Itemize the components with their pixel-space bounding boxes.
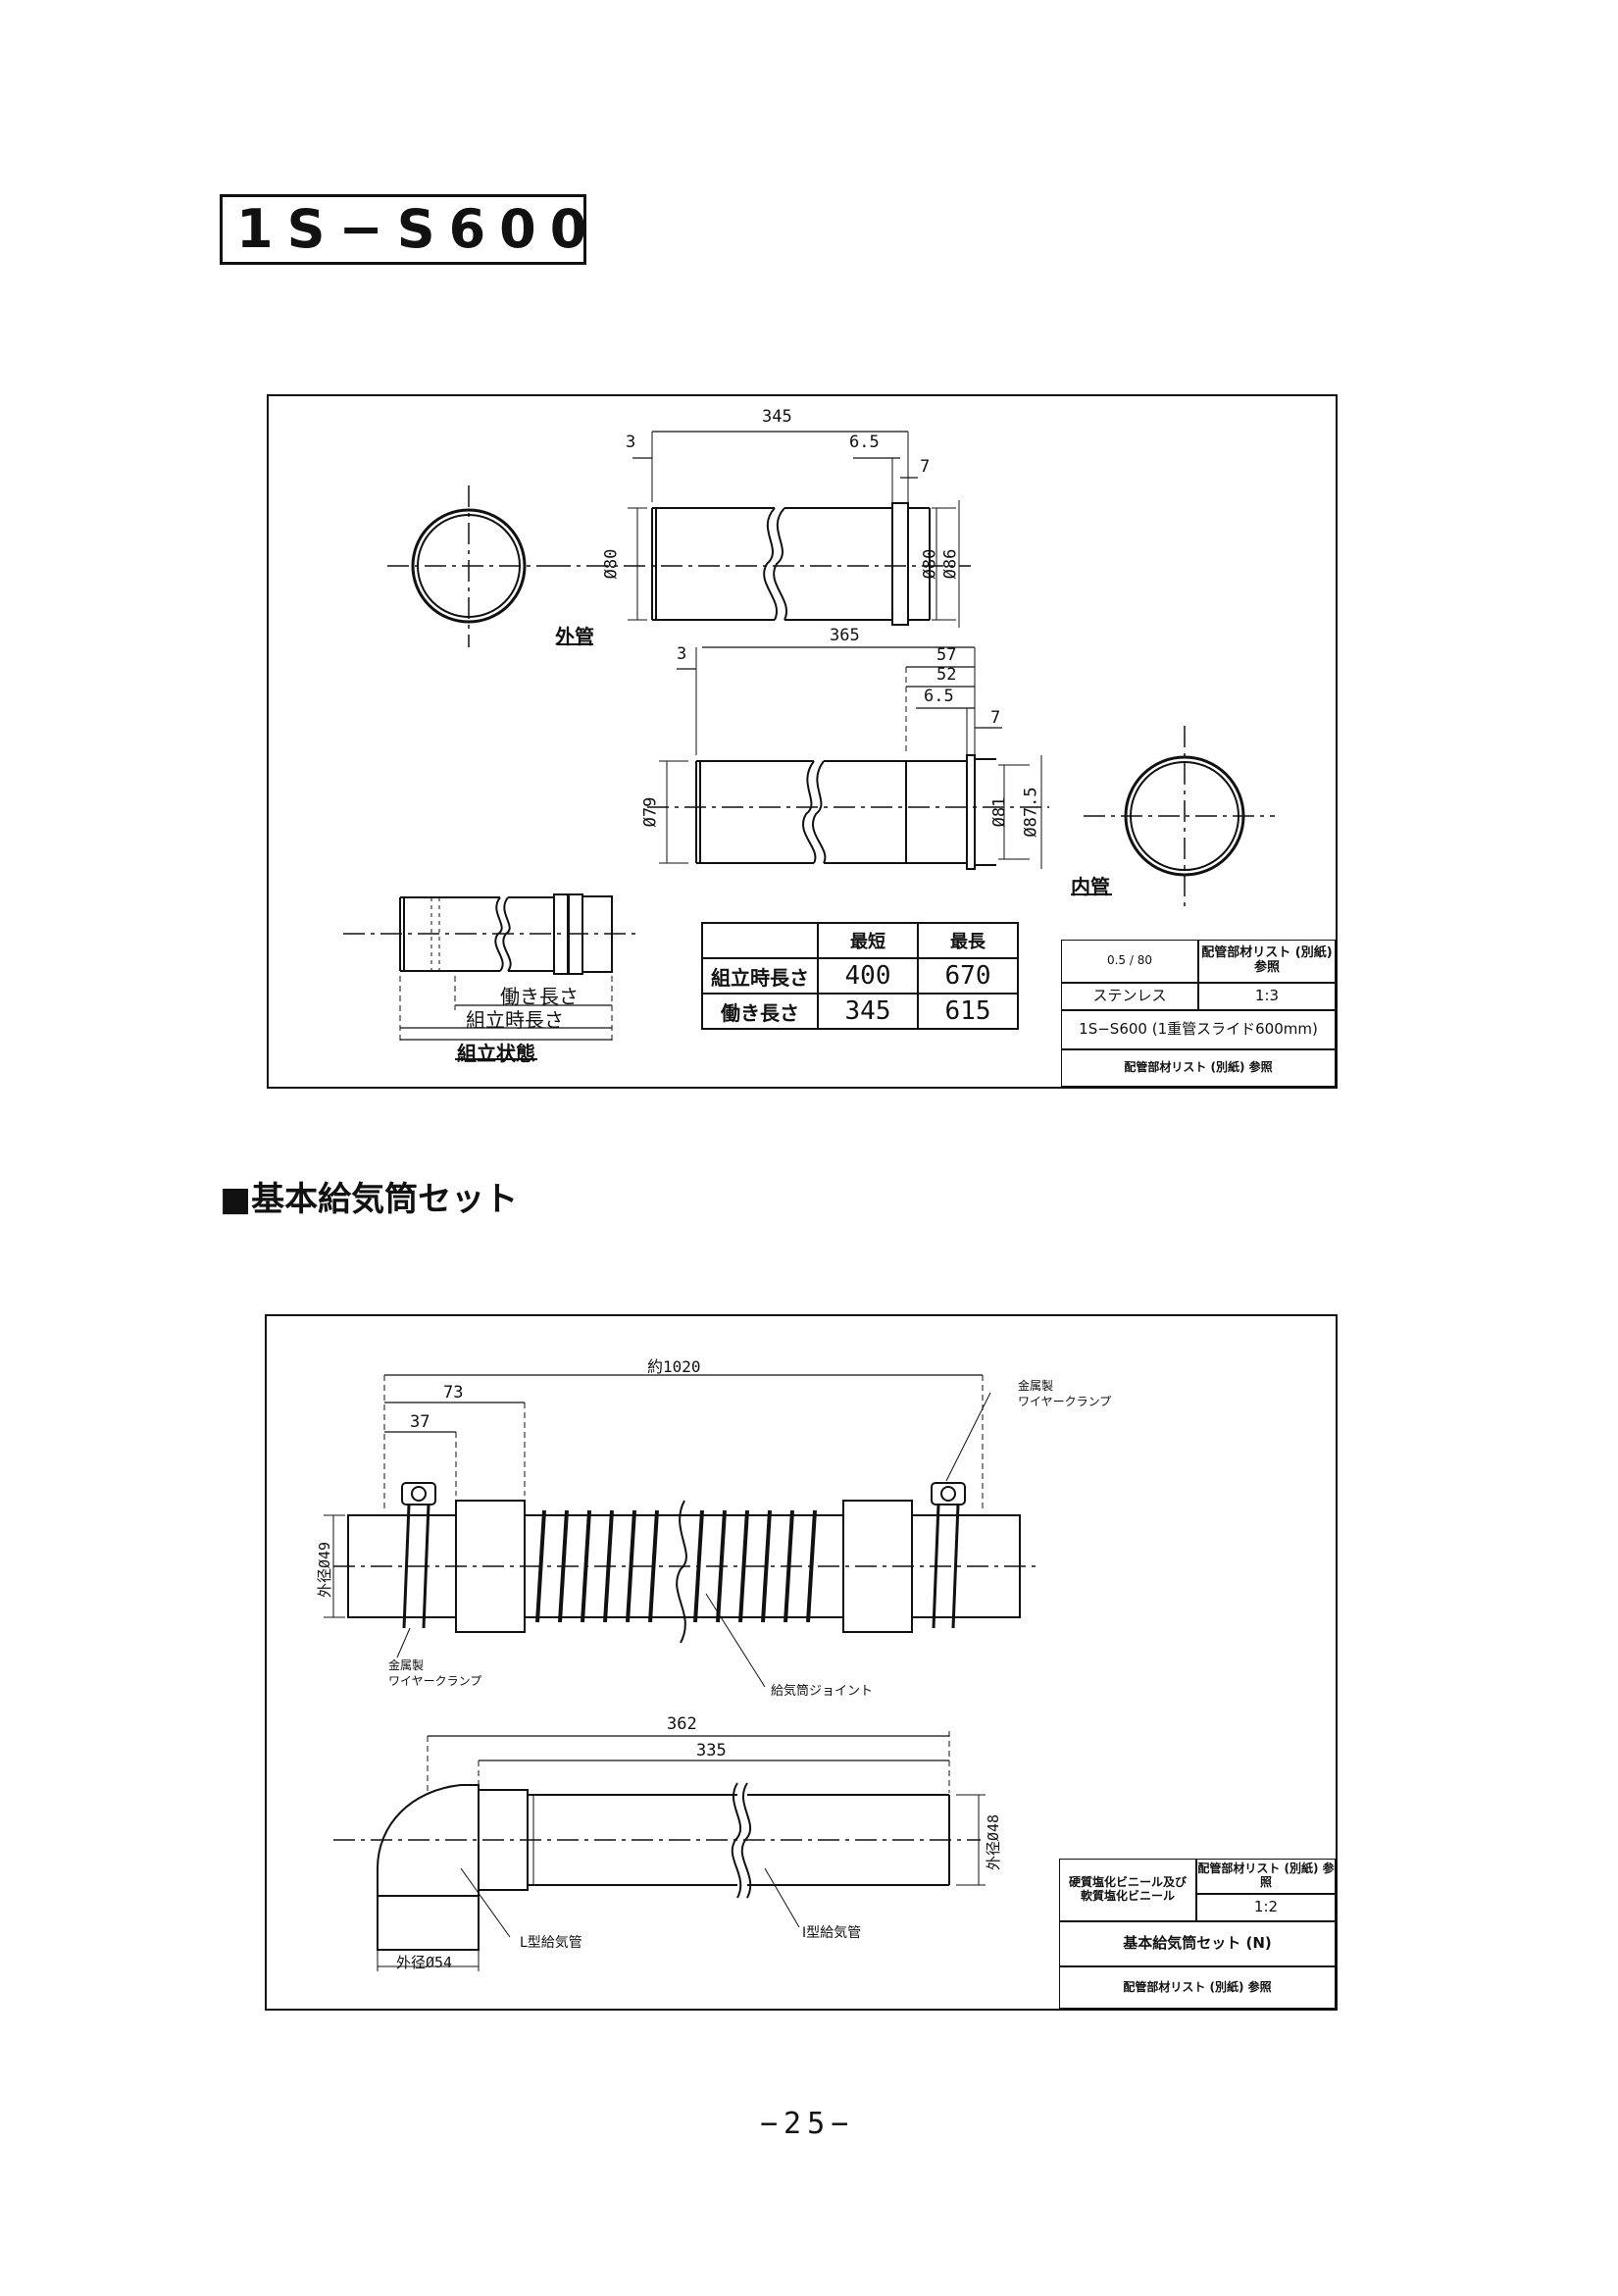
tb-remark: 配管部材リスト (別紙) 参照 [1198,940,1336,983]
l-pipe-elbow [377,1784,480,1896]
tb-bottom-note: 配管部材リスト (別紙) 参照 [1061,1049,1336,1087]
l-pipe-label: L型給気管 [520,1935,582,1951]
table-header-blank [701,922,819,959]
i-pipe-label: I型給気管 [802,1925,862,1941]
tb-material: ステンレス [1061,983,1198,1010]
tb2-material: 硬質塩化ビニール及び軟質塩化ビニール [1059,1859,1196,1921]
outer-length-dim: 345 [762,407,792,427]
clamp-label-bottom: 金属製 ワイヤークランプ [388,1658,482,1688]
tb-scale: 1:3 [1198,983,1336,1010]
outer-gap-dim: 3 [626,433,636,452]
length-spec-table: 最短 最長 組立時長さ 400 670 働き長さ 345 615 [701,922,1019,1030]
outer-collar-dim: 6.5 [849,433,880,452]
inner-length-dim: 365 [830,626,860,645]
total-length-dim: 約1020 [647,1357,701,1376]
inner-tube-label: 内管 [1071,875,1110,898]
title-block-s600: 0.5 / 80 配管部材リスト (別紙) 参照 ステンレス 1:3 1S−S6… [1061,940,1336,1087]
table-row: 働き長さ 345 615 [701,993,1019,1030]
flexible-joint-coils [535,1509,817,1623]
outer-dia-49-label: 外径Ø49 [316,1541,334,1599]
tb2-scale: 1:2 [1196,1894,1336,1921]
inner-collar-dim: 6.5 [924,687,954,706]
dim-362: 362 [667,1714,697,1734]
outer-dia-48-label: 外径Ø48 [985,1813,1003,1871]
collar-73-dim: 73 [443,1383,464,1403]
table-row: 組立時長さ 400 670 [701,957,1019,995]
inner-52-dim: 52 [936,665,957,685]
dim-335: 335 [696,1741,727,1760]
assembled-length-label: 組立時長さ [466,1008,564,1032]
inner-gap-dim: 3 [677,644,687,664]
drawing-frame-basic-set [265,1314,1338,2011]
clamp-label-top: 金属製 ワイヤークランプ [1018,1379,1112,1408]
tb2-bottom-note: 配管部材リスト (別紙) 参照 [1059,1966,1336,2009]
page-number: −25− [760,2107,855,2141]
tb2-drawing-name: 基本給気筒セット (N) [1059,1921,1336,1966]
row-max: 670 [917,957,1019,995]
outer-tube-end-view [411,508,527,624]
inner-end-dim: 7 [990,708,1001,728]
table-header-min: 最短 [817,922,919,959]
outer-dia-54-label: 外径Ø54 [396,1954,453,1971]
outer-end-dim: 7 [920,457,931,477]
row-label: 働き長さ [701,993,819,1030]
inner-57-dim: 57 [936,645,957,665]
assembled-state-label: 組立状態 [457,1042,535,1065]
row-min: 345 [817,993,919,1030]
row-min: 400 [817,957,919,995]
model-title: 1S−S600 [220,194,586,265]
table-header-max: 最長 [917,922,1019,959]
drawing-frame-s600 [267,394,1338,1089]
tb2-remark: 配管部材リスト (別紙) 参照 [1196,1859,1336,1894]
tb-drawing-name: 1S−S600 (1重管スライド600mm) [1061,1010,1336,1049]
joint-label: 給気筒ジョイント [771,1684,874,1699]
title-block-basic-set: 硬質塩化ビニール及び軟質塩化ビニール 配管部材リスト (別紙) 参照 1:2 基… [1059,1859,1336,2009]
outer-tube-label: 外管 [555,625,594,648]
section-heading: ■基本給気筒セット [220,1180,519,1219]
row-label: 組立時長さ [701,957,819,995]
row-max: 615 [917,993,1019,1030]
clamp-37-dim: 37 [410,1412,430,1432]
work-length-label: 働き長さ [500,985,579,1008]
tb-scale-cell: 0.5 / 80 [1061,940,1198,983]
